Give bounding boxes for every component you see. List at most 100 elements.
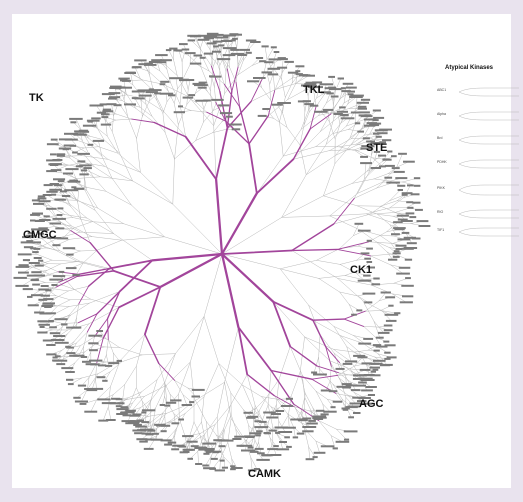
- leaf-label-mark: [121, 79, 131, 82]
- branch-segment: [104, 346, 120, 348]
- leaf-label-mark: [213, 45, 219, 48]
- leaf-label-mark: [131, 90, 145, 93]
- leaf-label-mark: [385, 319, 397, 322]
- leaf-label-mark: [388, 304, 394, 307]
- leaf-label-mark: [37, 195, 46, 198]
- branch-segment: [162, 83, 169, 92]
- branch-segment: [57, 299, 71, 307]
- branch-segment: [101, 155, 113, 179]
- leaf-label-mark: [118, 77, 130, 80]
- branch-segment: [368, 241, 394, 244]
- leaf-label-mark: [248, 449, 256, 452]
- branch-segment: [315, 440, 320, 454]
- branch-segment: [224, 74, 239, 94]
- branch-segment: [375, 241, 388, 253]
- leaf-label-mark: [49, 183, 59, 185]
- leaf-label-mark: [13, 276, 27, 279]
- branch-segment: [76, 303, 80, 319]
- branch-segment: [333, 326, 347, 347]
- branch-segment: [286, 127, 301, 146]
- branch-segment: [188, 96, 214, 126]
- branch-segment: [169, 393, 176, 401]
- leaf-label-mark: [241, 449, 251, 452]
- branch-segment: [111, 178, 132, 206]
- branch-segment: [190, 316, 205, 363]
- branch-segment: [178, 50, 183, 62]
- branch-segment: [318, 112, 333, 116]
- branch-segment: [185, 79, 189, 91]
- branch-segment: [344, 269, 361, 276]
- branch-segment: [94, 318, 109, 338]
- branch-segment: [316, 260, 341, 265]
- branch-segment: [272, 72, 275, 91]
- leaf-label-mark: [320, 445, 335, 448]
- branch-segment: [364, 162, 367, 179]
- leaf-label-mark: [391, 167, 400, 170]
- leaf-label-mark: [164, 404, 171, 407]
- branch-segment: [160, 61, 168, 70]
- branch-segment: [356, 205, 378, 215]
- leaf-label-mark: [89, 349, 98, 352]
- leaf-label-mark: [275, 410, 285, 412]
- branch-segment: [132, 180, 174, 205]
- leaf-label-mark: [270, 454, 282, 456]
- leaf-label-mark: [296, 432, 305, 435]
- branch-segment: [382, 167, 397, 183]
- leaf-label-mark: [155, 61, 167, 64]
- branch-segment: [339, 235, 354, 249]
- leaf-label-mark: [312, 415, 326, 418]
- leaf-label-mark: [398, 152, 407, 155]
- branch-segment: [178, 104, 188, 125]
- branch-segment: [255, 158, 295, 195]
- branch-segment: [76, 270, 115, 277]
- branch-segment: [82, 140, 90, 155]
- leaf-label-mark: [96, 376, 106, 379]
- branch-segment: [224, 70, 227, 94]
- branch-segment: [105, 191, 132, 206]
- branch-segment: [279, 97, 286, 123]
- branch-segment: [170, 403, 192, 422]
- leaf-label-mark: [413, 184, 421, 187]
- leaf-label-mark: [232, 37, 238, 40]
- branch-segment: [150, 379, 158, 402]
- leaf-label-mark: [250, 41, 261, 43]
- leaf-label-mark: [255, 434, 261, 437]
- branch-segment: [332, 94, 344, 110]
- branch-segment: [45, 247, 60, 251]
- branch-segment: [193, 397, 207, 422]
- leaf-label-mark: [375, 135, 382, 138]
- branch-segment: [164, 81, 169, 92]
- leaf-label-mark: [361, 145, 375, 148]
- branch-segment: [282, 112, 288, 128]
- branch-segment: [90, 399, 97, 412]
- branch-segment: [325, 380, 331, 391]
- leaf-label-mark: [88, 334, 103, 337]
- leaf-label-mark: [168, 94, 176, 97]
- branch-segment: [308, 105, 315, 113]
- branch-segment: [156, 420, 171, 436]
- leaf-label-mark: [203, 99, 211, 102]
- leaf-label-mark: [322, 108, 334, 111]
- branch-segment: [389, 224, 396, 235]
- leaf-label-mark: [58, 270, 65, 273]
- atypical-family-label: PDHK: [437, 160, 447, 164]
- leaf-label-mark: [406, 242, 417, 245]
- leaf-label-mark: [56, 214, 63, 216]
- branch-segment: [84, 338, 104, 353]
- leaf-label-mark: [401, 193, 408, 196]
- leaf-label-mark: [295, 65, 305, 68]
- leaf-label-mark: [77, 160, 86, 163]
- leaf-label-mark: [84, 410, 98, 413]
- leaf-label-mark: [43, 298, 54, 301]
- branch-segment: [266, 72, 270, 85]
- branch-segment: [98, 146, 119, 154]
- branch-segment: [332, 122, 342, 134]
- leaf-label-mark: [320, 389, 332, 392]
- leaf-label-mark: [151, 432, 159, 435]
- leaf-label-mark: [264, 61, 274, 64]
- leaf-labels: [13, 32, 431, 472]
- branch-segment: [203, 110, 214, 123]
- branch-segment: [355, 99, 366, 110]
- branch-segment: [209, 49, 214, 67]
- branch-segment: [213, 125, 217, 180]
